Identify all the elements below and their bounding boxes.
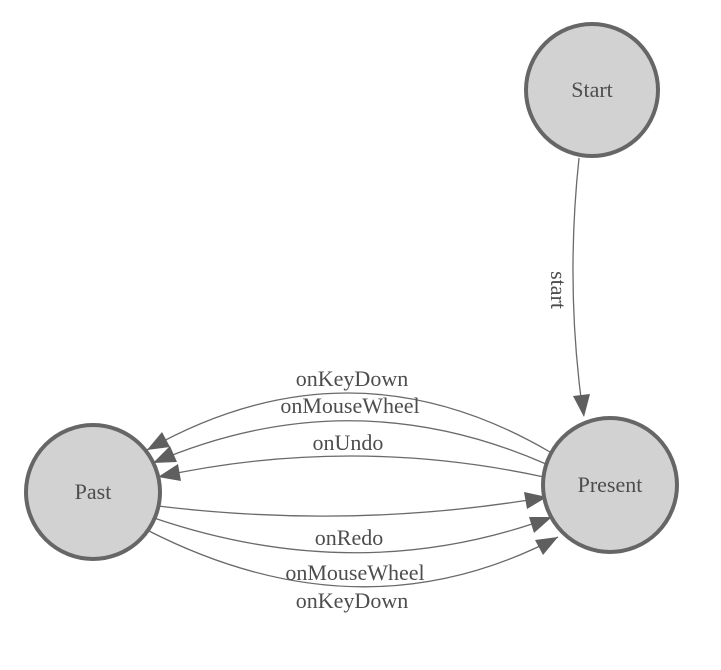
arrowhead-onkeydown-to-present bbox=[535, 537, 558, 555]
arrowhead-onmousewheel-to-present bbox=[529, 517, 552, 533]
node-present[interactable]: Present bbox=[541, 416, 679, 554]
edge-label-onredo: onRedo bbox=[315, 525, 383, 550]
node-present-circle[interactable] bbox=[541, 416, 679, 554]
node-past-label: Past bbox=[75, 479, 112, 504]
edge-onkeydown-to-past bbox=[146, 392, 551, 453]
node-start[interactable]: Start bbox=[524, 22, 660, 158]
edge-onmousewheel-to-past bbox=[152, 420, 547, 465]
node-past-circle[interactable] bbox=[24, 423, 162, 561]
arrowhead-onredo-to-present bbox=[524, 492, 547, 509]
edge-label-onkeydown-bottom: onKeyDown bbox=[296, 588, 408, 613]
edge-onundo-to-past bbox=[157, 455, 545, 478]
edge-label-onkeydown-top: onKeyDown bbox=[296, 366, 408, 391]
edge-start-to-present bbox=[572, 157, 582, 399]
edge-label-onmousewheel-bottom: onMouseWheel bbox=[285, 560, 424, 585]
edge-label-start: start bbox=[546, 271, 571, 309]
arrowhead-start-to-present bbox=[573, 394, 590, 417]
node-group: Start Present Past bbox=[24, 22, 679, 561]
arrowhead-onundo-to-past bbox=[158, 464, 181, 481]
edge-onredo-to-present bbox=[157, 496, 548, 517]
node-start-circle[interactable] bbox=[524, 22, 660, 158]
edge-group bbox=[146, 157, 590, 588]
arrowhead-onkeydown-to-past bbox=[147, 432, 170, 450]
edge-onkeydown-to-present bbox=[146, 529, 559, 588]
edge-label-group: start onKeyDown onMouseWheel onUndo onRe… bbox=[280, 271, 571, 613]
edge-label-onundo: onUndo bbox=[313, 430, 384, 455]
node-start-label: Start bbox=[571, 77, 613, 102]
arrowhead-onmousewheel-to-past bbox=[153, 446, 177, 463]
node-present-label: Present bbox=[578, 472, 643, 497]
edge-label-onmousewheel-top: onMouseWheel bbox=[280, 393, 419, 418]
edge-onmousewheel-to-present bbox=[153, 516, 553, 554]
node-past[interactable]: Past bbox=[24, 423, 162, 561]
